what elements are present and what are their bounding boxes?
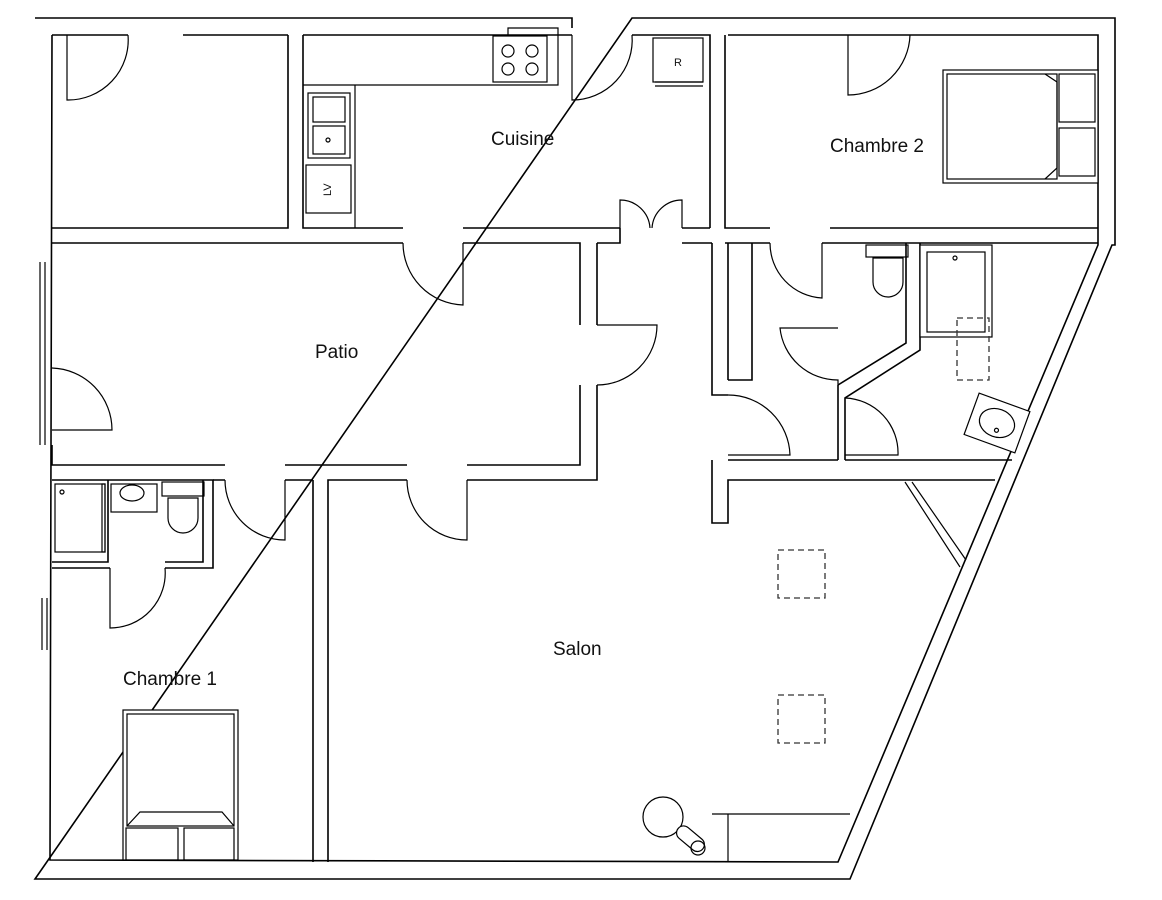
pillow [1058,127,1096,177]
room-label-salon: Salon [553,639,602,660]
shower-tray-outline [956,317,990,381]
room-label-patio: Patio [315,342,358,363]
door-chambre2-bottom [769,242,823,299]
door-patio-left [51,367,113,431]
cooktop [492,35,548,83]
bed-chambre2 [942,69,1099,184]
pillow [1058,73,1096,123]
bed-chambre1 [122,709,239,861]
skylight-1 [777,549,826,599]
skylight-2 [777,694,826,744]
door-double-cuisine [619,199,683,229]
interior-walls [39,35,1098,862]
pillow [183,827,235,861]
bathroom1-fixtures [54,481,205,553]
door-cuisine-patio [402,242,464,306]
door-corridor [727,394,791,456]
outer-walls [33,17,1116,880]
bathroom2-fixtures [865,244,1031,454]
lamp [642,796,684,838]
door-bath-corridor [844,397,899,456]
door-closet [66,34,129,101]
washbasin-bath2 [963,392,1031,454]
washbasin-chambre1 [110,483,158,513]
room-label-chambre2: Chambre 2 [830,136,924,157]
fridge [652,37,704,83]
door-bath-inner [779,327,839,385]
bedroom2-furniture [942,69,1099,184]
toilet-bath2 [872,257,904,298]
bathtub [919,244,993,338]
door-patio-bottom [406,479,468,541]
kitchen-counter [303,27,559,228]
dishwasher-label: LV [322,183,334,196]
kitchen-fixtures: LV R [303,27,704,228]
salon-cabinet [712,813,850,862]
door-chambre2-top [847,34,911,96]
room-label-chambre1: Chambre 1 [123,669,217,690]
door-cuisine-top [571,34,633,101]
room-labels: Cuisine Chambre 2 Patio Salon Chambre 1 [123,129,924,690]
salon-furniture [642,481,967,862]
toilet-chambre1 [167,497,199,534]
pillow [125,827,179,861]
fridge-label: R [674,57,682,69]
bedroom1-furniture [122,709,239,861]
door-patio-salon [596,324,658,386]
shower-chambre1 [54,483,106,553]
doors [51,34,911,629]
room-label-cuisine: Cuisine [491,129,554,150]
door-wc-left [109,567,166,629]
door-chambre1 [224,479,286,541]
dishwasher [305,164,352,214]
